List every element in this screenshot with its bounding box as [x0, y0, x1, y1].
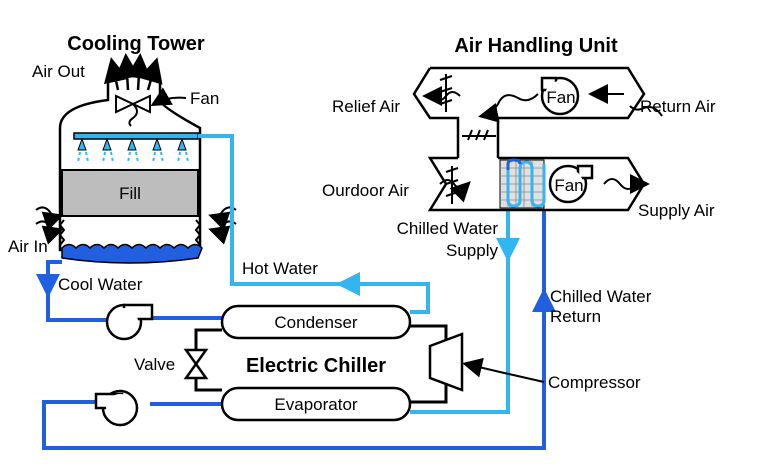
- compressor-icon: [428, 332, 464, 392]
- air-handling-unit: [412, 66, 663, 212]
- chilled-water-return-pipe: [42, 162, 546, 450]
- chiller-title: Electric Chiller: [246, 355, 386, 377]
- ahu-fan-top-label: Fan: [546, 88, 575, 107]
- condenser-box: [220, 304, 412, 340]
- air-in-label: Air In: [8, 237, 48, 256]
- supply-air-label: Supply Air: [638, 201, 715, 220]
- air-out-arrows: [103, 53, 163, 91]
- spray-nozzles: [77, 137, 187, 151]
- hot-water-pipe: [198, 134, 430, 314]
- hot-water-label: Hot Water: [242, 259, 318, 278]
- valve-label: Valve: [134, 355, 175, 374]
- cooling-coil-icon: [499, 158, 546, 209]
- cooling-tower: Fill: [35, 53, 237, 264]
- chilled-water-pump-icon: [94, 389, 139, 427]
- chilled-supply-label-1: Chilled Water: [397, 219, 499, 238]
- cool-water-label: Cool Water: [58, 275, 143, 294]
- cooling-tower-fan-icon: [115, 94, 151, 127]
- evaporator-box: [220, 386, 412, 422]
- cooling-tower-title: Cooling Tower: [67, 33, 205, 55]
- fill-media: [61, 169, 199, 217]
- compressor-label: Compressor: [548, 373, 641, 392]
- ahu-fan-bottom-label: Fan: [554, 176, 583, 195]
- basin-water: [61, 243, 203, 264]
- supply-fan-icon: [548, 164, 594, 204]
- return-fan-icon: [540, 76, 580, 116]
- chilled-supply-label-2: Supply: [446, 241, 498, 260]
- condenser-pump-icon: [105, 303, 154, 341]
- chilled-return-label-1: Chilled Water: [550, 287, 652, 306]
- expansion-valve-icon: [183, 348, 209, 380]
- outdoor-air-label: Ourdoor Air: [322, 181, 409, 200]
- fill-label: Fill: [119, 184, 141, 203]
- electric-chiller: Condenser Evaporator: [183, 304, 545, 422]
- condenser-label: Condenser: [274, 313, 358, 332]
- chilled-return-label-2: Return: [550, 307, 601, 326]
- evaporator-label: Evaporator: [274, 395, 357, 414]
- air-out-label: Air Out: [32, 62, 85, 81]
- fan-label-tower: Fan: [190, 89, 219, 108]
- return-air-label: Return Air: [640, 97, 716, 116]
- ahu-title: Air Handling Unit: [454, 35, 618, 57]
- relief-air-label: Relief Air: [332, 97, 400, 116]
